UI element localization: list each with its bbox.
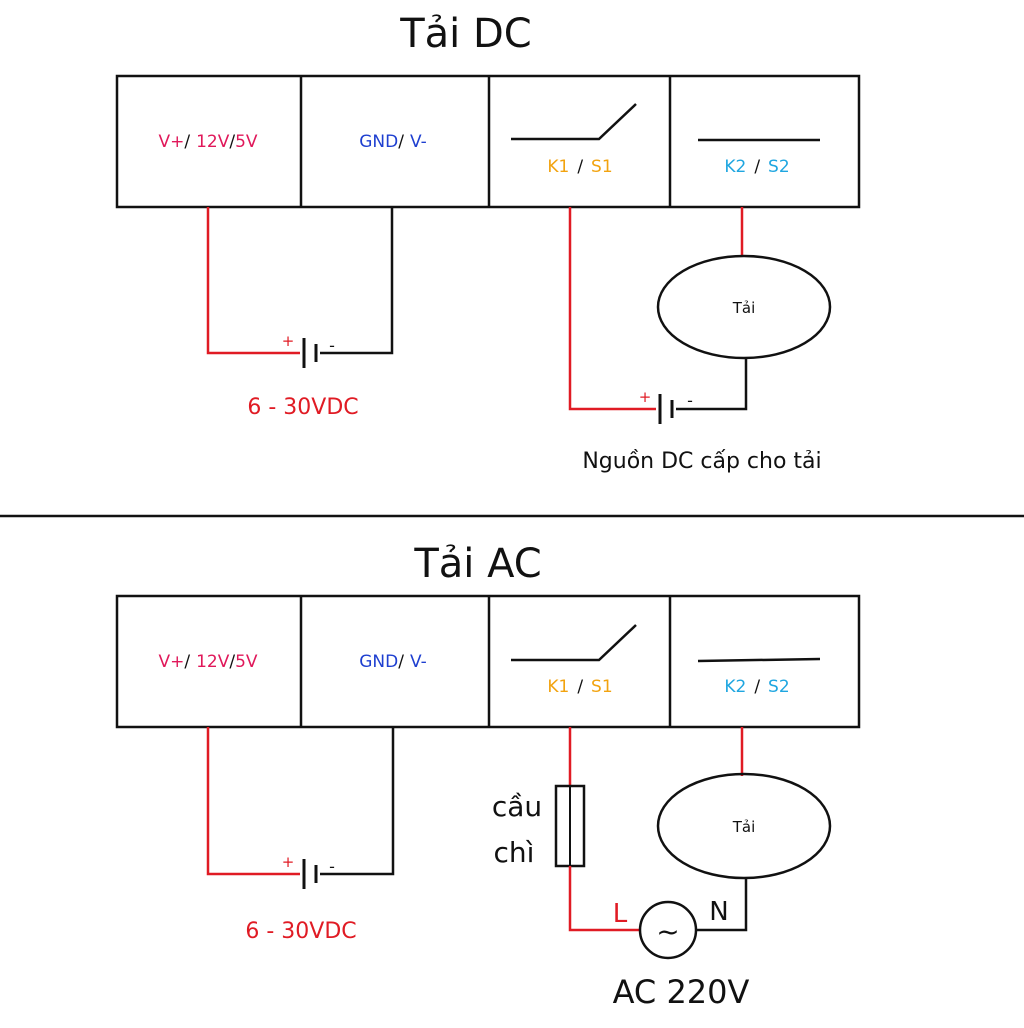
dc-5v-label: 5V [235, 132, 258, 152]
dc-sep-1: / [184, 132, 190, 152]
ac-battery-minus: - [329, 857, 335, 876]
dc-k1-label: K1 [547, 157, 569, 177]
dc-12v-label: 12V [196, 132, 230, 152]
ac-terminal-gnd-label: GND/ V- [359, 652, 427, 672]
ac-source-label: AC 220V [613, 973, 750, 1011]
ac-supply-label: 6 - 30VDC [245, 919, 356, 944]
ac-line-label: L [613, 899, 628, 929]
ac-s1-label: S1 [591, 677, 613, 697]
dc-section: Tải DC V+/12V/5V GND/V- K1/S1 K2/S2 [115, 11, 861, 474]
ac-neutral-wire [696, 878, 748, 932]
dc-k1-switch-symbol [511, 103, 637, 141]
dc-battery-minus: - [329, 336, 335, 355]
ac-title: Tải AC [413, 541, 541, 587]
ac-section: Tải AC V+/12V/5V GND/V- K1/S1 K2/S2 + - … [115, 541, 861, 1011]
dc-load-battery-minus: - [687, 391, 693, 410]
dc-sep-5: / [754, 157, 760, 177]
dc-terminal-block [115, 74, 861, 209]
dc-supply-positive-wire [206, 207, 300, 355]
ac-12v-label: 12V [196, 652, 230, 672]
ac-vminus-label: V- [410, 652, 427, 672]
ac-load-label: Tải [732, 818, 756, 836]
ac-live-wire [568, 866, 640, 932]
dc-vminus-label: V- [410, 132, 427, 152]
ac-sep-2: / [229, 652, 235, 672]
ac-s2-label: S2 [768, 677, 790, 697]
ac-sep-1: / [184, 652, 190, 672]
ac-battery-plus: + [282, 853, 295, 871]
dc-load-positive-wire [568, 207, 656, 411]
dc-s2-label: S2 [768, 157, 790, 177]
ac-neutral-label: N [709, 897, 728, 927]
ac-sep-4: / [577, 677, 583, 697]
ac-source-wave-icon: ~ [656, 915, 679, 948]
ac-terminal-block [115, 594, 861, 729]
dc-gnd-label: GND [359, 132, 398, 152]
ac-k2-label: K2 [724, 677, 746, 697]
ac-terminal-k2-label: K2 / S2 [724, 677, 789, 697]
dc-load-negative-wire [676, 358, 748, 411]
dc-load-circle [656, 254, 832, 360]
ac-sep-5: / [754, 677, 760, 697]
dc-sep-2: / [229, 132, 235, 152]
ac-k1-label: K1 [547, 677, 569, 697]
ac-load-circle [656, 772, 832, 880]
ac-terminal-power-label: V+/12V/5V [158, 652, 257, 672]
dc-sep-3: / [398, 132, 404, 152]
ac-k2-contact-symbol [697, 657, 821, 663]
dc-supply-label: 6 - 30VDC [247, 395, 358, 420]
dc-k2-label: K2 [724, 157, 746, 177]
dc-terminal-k1-label: K1 / S1 [547, 157, 612, 177]
ac-gnd-label: GND [359, 652, 398, 672]
dc-s1-label: S1 [591, 157, 613, 177]
ac-vplus-label: V+ [158, 652, 184, 672]
ac-k1-switch-symbol [511, 624, 637, 662]
dc-terminal-power-label: V+/12V/5V [158, 132, 257, 152]
dc-sep-4: / [577, 157, 583, 177]
dc-load-battery-plus: + [639, 388, 652, 406]
dc-load-source-label: Nguồn DC cấp cho tải [582, 449, 821, 474]
ac-terminal-k1-label: K1 / S1 [547, 677, 612, 697]
dc-battery-plus: + [282, 332, 295, 350]
dc-title: Tải DC [399, 11, 532, 57]
ac-supply-positive-wire [206, 727, 300, 876]
ac-fuse-label-line2: chì [494, 836, 535, 869]
dc-terminal-gnd-label: GND/ V- [359, 132, 427, 152]
dc-vplus-label: V+ [158, 132, 184, 152]
ac-supply-negative-wire [320, 727, 395, 876]
dc-supply-negative-wire [320, 207, 394, 355]
ac-sep-3: / [398, 652, 404, 672]
dc-terminal-k2-label: K2 / S2 [724, 157, 789, 177]
ac-fuse-label-line1: cầu [492, 790, 542, 823]
ac-5v-label: 5V [235, 652, 258, 672]
dc-load-label: Tải [732, 299, 756, 317]
